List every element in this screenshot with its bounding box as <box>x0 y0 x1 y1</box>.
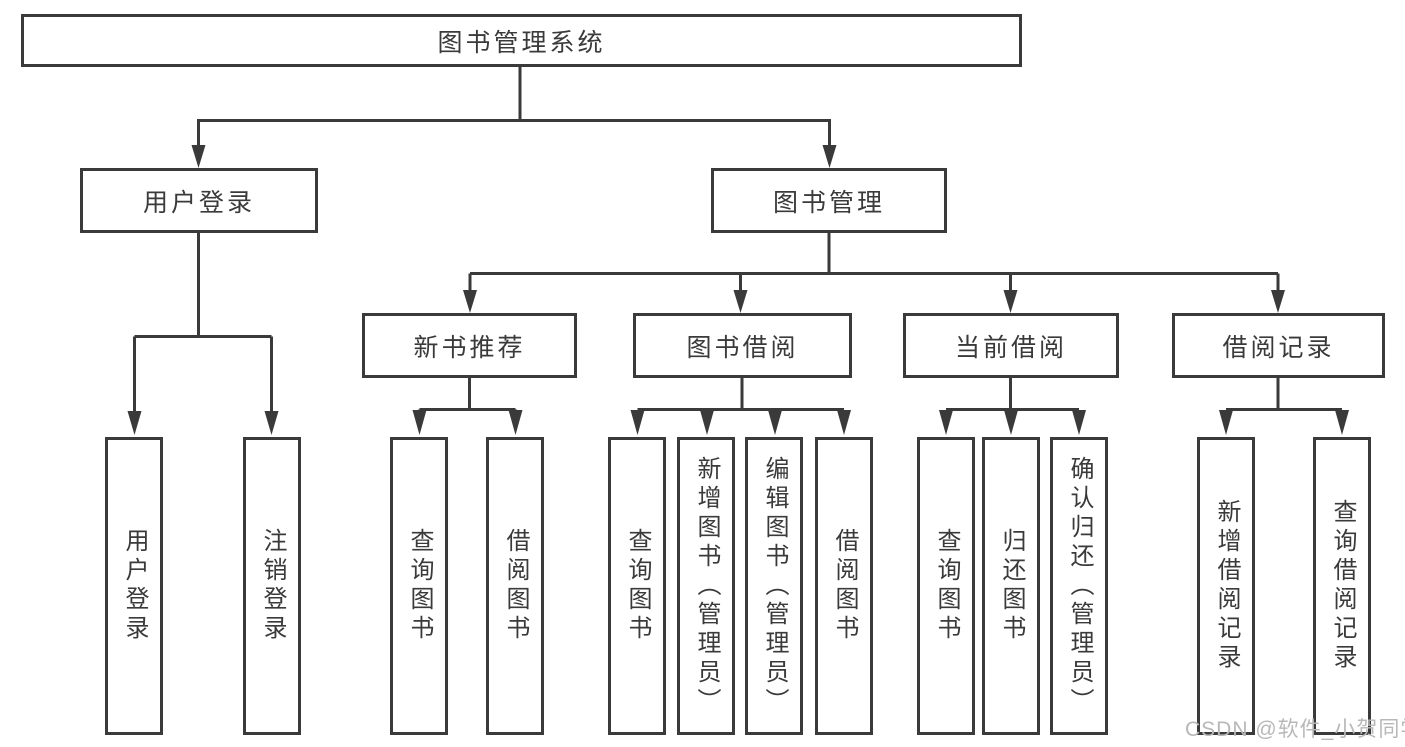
node-leaf-logout: 注销登录 <box>243 437 301 735</box>
node-current-borrow: 当前借阅 <box>903 313 1119 378</box>
node-root: 图书管理系统 <box>21 14 1022 67</box>
node-leaf-query-borrow-record: 查询借阅记录 <box>1313 437 1371 735</box>
node-leaf-user-login: 用户登录 <box>105 437 163 735</box>
arrowhead-down-icon <box>1271 290 1285 313</box>
node-label: 图书管理 <box>772 188 885 217</box>
node-label: 图书管理系统 <box>437 28 606 57</box>
node-label: 查询图书 <box>624 528 651 644</box>
node-leaf-query-books-current: 查询图书 <box>917 437 975 735</box>
arrowhead-down-icon <box>1003 290 1018 313</box>
node-label: 归还图书 <box>998 528 1025 644</box>
arrowhead-down-icon <box>264 411 279 435</box>
node-label: 新书推荐 <box>413 333 526 362</box>
arrowhead-down-icon <box>733 290 748 313</box>
arrowhead-down-icon <box>837 410 851 435</box>
connector-borrow-records-to-leaves <box>1219 378 1349 435</box>
node-label: 借阅图书 <box>502 528 529 644</box>
connector-root-to-branches <box>191 67 837 168</box>
node-leaf-borrow-books-recommend: 借阅图书 <box>486 437 544 735</box>
node-label: 查询借阅记录 <box>1329 499 1356 673</box>
node-label: 用户登录 <box>121 528 148 644</box>
node-leaf-add-book-admin: 新增图书（管理员） <box>677 437 735 735</box>
arrowhead-down-icon <box>508 410 523 435</box>
node-leaf-edit-book-admin: 编辑图书（管理员） <box>745 437 803 735</box>
arrowhead-down-icon <box>822 145 837 168</box>
node-leaf-borrow-books: 借阅图书 <box>815 437 873 735</box>
arrowhead-down-icon <box>1072 410 1086 435</box>
node-book-management: 图书管理 <box>711 168 947 233</box>
arrowhead-down-icon <box>463 290 477 313</box>
connector-current-borrow-to-leaves <box>939 378 1086 435</box>
node-label: 编辑图书（管理员） <box>761 455 788 717</box>
arrowhead-down-icon <box>412 410 427 435</box>
node-label: 借阅图书 <box>831 528 858 644</box>
node-new-book-recommend: 新书推荐 <box>362 313 577 378</box>
arrowhead-down-icon <box>1335 410 1349 435</box>
arrowhead-down-icon <box>768 410 782 435</box>
arrowhead-down-icon <box>939 410 953 435</box>
connector-new-book-recommend-to-leaves <box>412 378 523 435</box>
node-leaf-query-books-recommend: 查询图书 <box>390 437 448 735</box>
node-label: 用户登录 <box>142 188 255 217</box>
connector-book-borrow-to-leaves <box>630 378 851 435</box>
node-label: 注销登录 <box>259 528 286 644</box>
arrowhead-down-icon <box>1219 410 1233 435</box>
node-label: 借阅记录 <box>1222 333 1335 362</box>
node-leaf-confirm-return-admin: 确认归还（管理员） <box>1050 437 1108 735</box>
csdn-watermark: CSDN @软件_小贺同学 <box>1185 718 1405 741</box>
connector-book-management-to-sections <box>463 233 1285 313</box>
arrowhead-down-icon <box>1004 410 1018 435</box>
arrowhead-down-icon <box>191 145 206 168</box>
node-label: 确认归还（管理员） <box>1066 455 1093 717</box>
node-leaf-query-books-borrow: 查询图书 <box>608 437 666 735</box>
node-label: 图书借阅 <box>686 333 799 362</box>
arrowhead-down-icon <box>630 410 645 435</box>
node-label: 查询图书 <box>406 528 433 644</box>
node-user-login: 用户登录 <box>80 168 318 233</box>
node-label: 当前借阅 <box>954 333 1067 362</box>
connector-user-login-to-leaves <box>127 233 279 435</box>
arrowhead-down-icon <box>127 411 142 435</box>
node-label: 新增借阅记录 <box>1213 499 1240 673</box>
node-book-borrow: 图书借阅 <box>633 313 852 378</box>
node-borrow-records: 借阅记录 <box>1172 313 1385 378</box>
node-label: 新增图书（管理员） <box>693 455 720 717</box>
node-leaf-return-books: 归还图书 <box>982 437 1040 735</box>
node-label: 查询图书 <box>933 528 960 644</box>
node-leaf-add-borrow-record: 新增借阅记录 <box>1197 437 1255 735</box>
arrowhead-down-icon <box>700 410 714 435</box>
